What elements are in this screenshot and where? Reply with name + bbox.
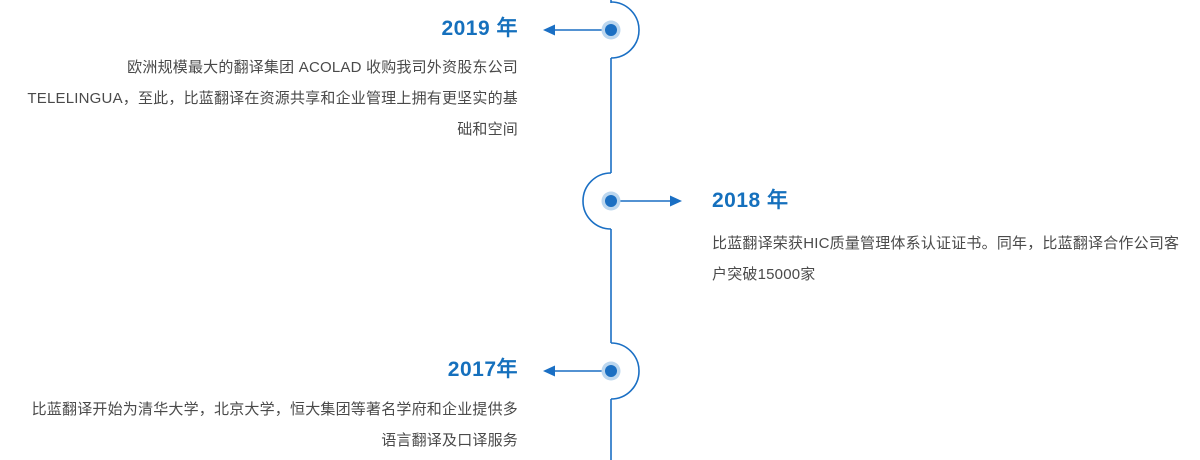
timeline-dot-2018 xyxy=(605,195,617,207)
timeline-dot-2019 xyxy=(605,24,617,36)
timeline-year-2018: 2018 年 xyxy=(712,189,789,212)
timeline-year-2019: 2019 年 xyxy=(441,17,518,40)
timeline-dot-2017 xyxy=(605,365,617,377)
timeline-dot-halo-2018 xyxy=(601,191,621,211)
timeline-arrow-head-2017 xyxy=(543,365,555,377)
timeline-description-2019: 欧洲规模最大的翻译集团 ACOLAD 收购我司外资股东公司TELELINGUA，… xyxy=(27,59,518,138)
timeline-arc-2018 xyxy=(582,172,612,230)
timeline-arrow-head-2019 xyxy=(543,24,555,36)
timeline-arc-2019 xyxy=(610,1,640,59)
timeline-arrow-head-2018 xyxy=(670,195,682,207)
timeline-arc-2017 xyxy=(610,342,640,400)
timeline-year-2017: 2017年 xyxy=(447,358,518,381)
timeline-description-2017: 比蓝翻译开始为清华大学，北京大学，恒大集团等著名学府和企业提供多语言翻译及口译服… xyxy=(31,401,518,449)
timeline-description-2018: 比蓝翻译荣获HIC质量管理体系认证证书。同年，比蓝翻译合作公司客户突破15000… xyxy=(712,235,1180,283)
timeline-dot-halo-2017 xyxy=(601,361,621,381)
timeline-dot-halo-2019 xyxy=(601,20,621,40)
